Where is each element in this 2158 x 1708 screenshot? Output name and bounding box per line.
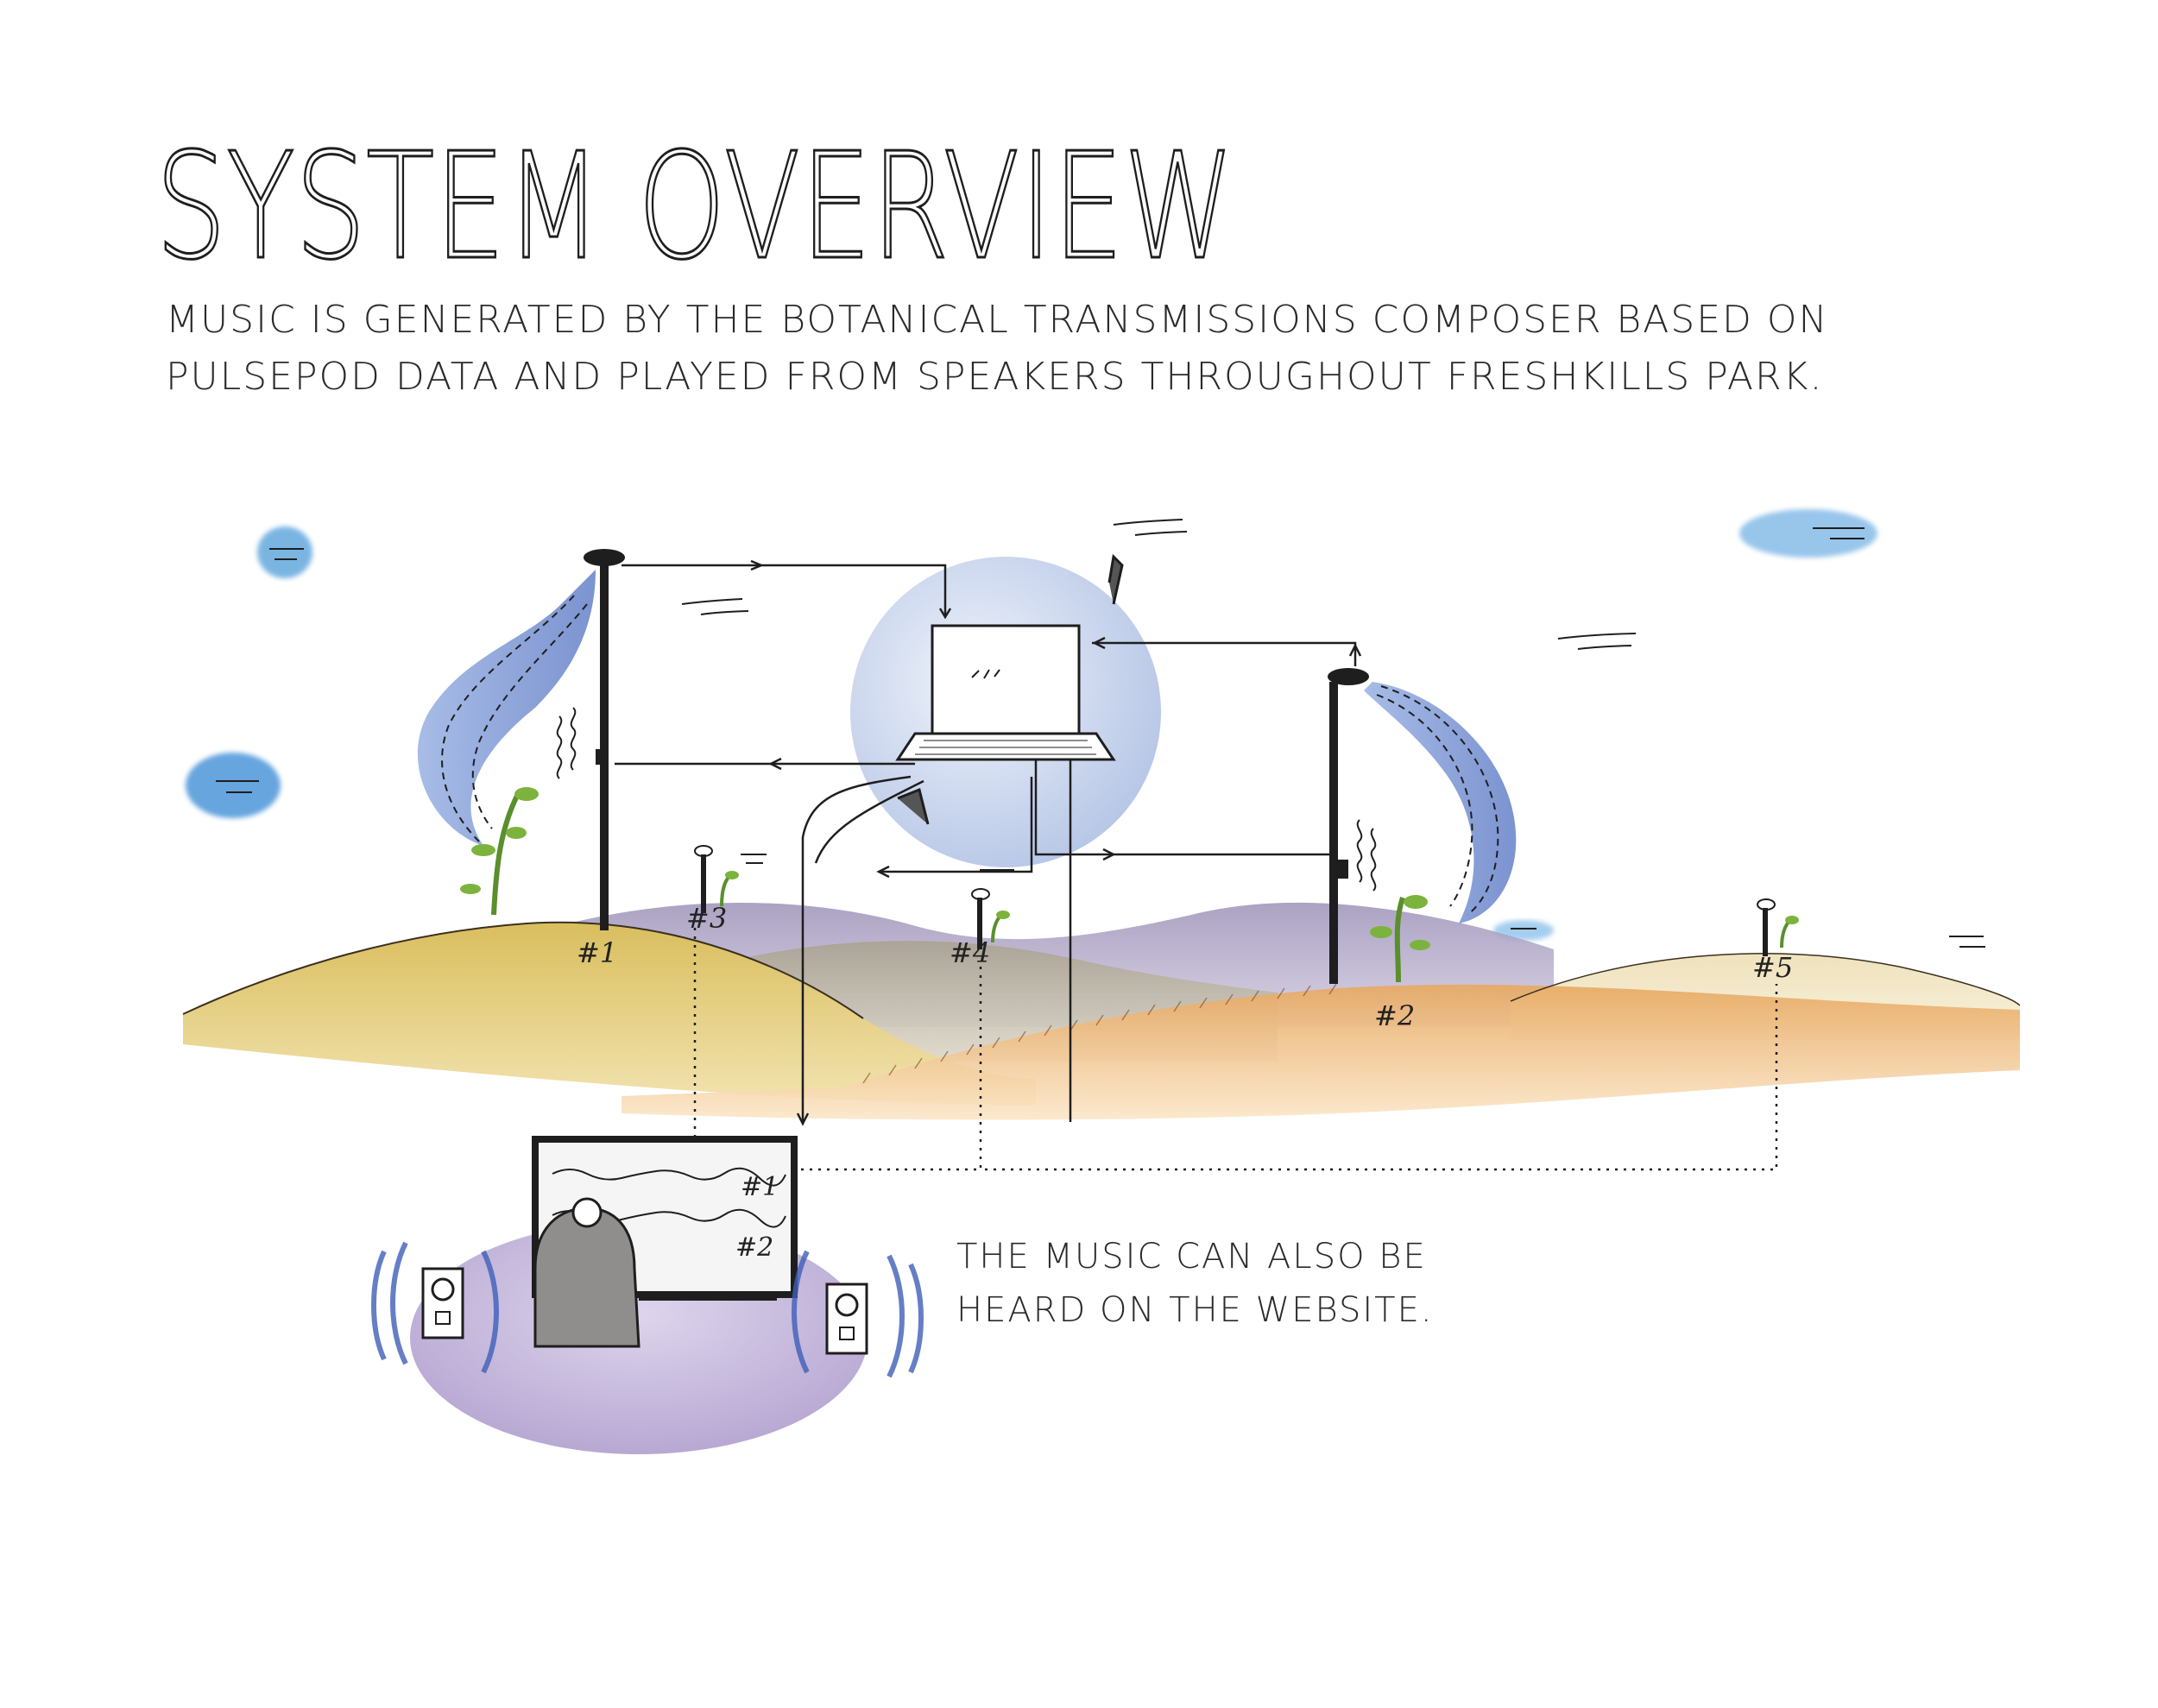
page-title-text: SYSTEM OVERVIEW [155,129,1234,285]
pod-2-station [1328,668,1517,984]
monitor-track-1-label: #1 [741,1172,779,1202]
cloud-left-mid-icon [186,753,281,818]
yellow-hill [183,922,1036,1105]
landscape [182,902,2021,1120]
pod-1-plant-icon [460,787,539,916]
pod-1-water-plume [417,570,596,846]
wind-marks-icon [681,519,1985,948]
pod-1-lamp-icon [584,549,625,566]
laptop-screen-icon [931,624,1081,735]
website-note: THE MUSIC CAN ALSO BE HEARD ON THE WEBSI… [956,1230,1578,1337]
listener-icon [533,1207,640,1348]
subtitle: MUSIC IS GENERATED BY THE BOTANICAL TRAN… [166,292,2048,406]
cloud-right-top-icon [1739,509,1877,558]
page-title-lettering: SYSTEM OVERVIEW [155,121,1236,294]
pod-1-speaker-icon [596,749,608,765]
monitor-track-2-label: #2 [735,1232,773,1263]
pod-2-sound-waves-icon [1356,819,1377,892]
pod-1-sound-waves-icon [556,707,577,779]
pod-3-label: #3 [686,902,727,935]
left-speaker-icon [421,1267,464,1339]
speaker-sound-waves-icon [371,1241,924,1378]
pod-2-speaker-icon [1333,860,1348,879]
pod-4-station [971,888,1010,949]
pod-website-links [693,928,1778,1171]
sand-hill [622,984,2020,1120]
data-flow-arrows [615,559,1362,1126]
right-speaker-icon [825,1283,868,1355]
pod-4-label: #4 [950,936,990,969]
pod-5-label: #5 [1752,951,1793,984]
pod-2-lamp-icon [1328,668,1369,685]
subtitle-line-1: MUSIC IS GENERATED BY THE BOTANICAL TRAN… [166,298,1829,342]
laptop-keyboard-icon [895,732,1116,761]
website-note-line-2: HEARD ON THE WEBSITE. [956,1290,1434,1330]
pod-1-station [417,549,625,930]
page-title: SYSTEM OVERVIEW [155,121,1364,294]
subtitle-line-2: PULSEPOD DATA AND PLAYED FROM SPEAKERS T… [166,355,1824,399]
pod-2-water-plume [1364,682,1517,923]
cloud-left-top-icon [257,526,312,578]
pod-2-label: #2 [1374,999,1415,1032]
pod-1-pole [600,559,609,930]
website-note-line-1: THE MUSIC CAN ALSO BE [956,1237,1427,1276]
pod-1-label: #1 [577,936,617,969]
website-listening-room: #1 #2 [371,1136,924,1454]
pod-5-station [1757,898,1799,956]
pod-2-pole [1329,682,1338,984]
composer-laptop-node [850,553,1161,867]
pod-3-station [694,845,767,913]
pod-2-plant-icon [1370,895,1430,983]
